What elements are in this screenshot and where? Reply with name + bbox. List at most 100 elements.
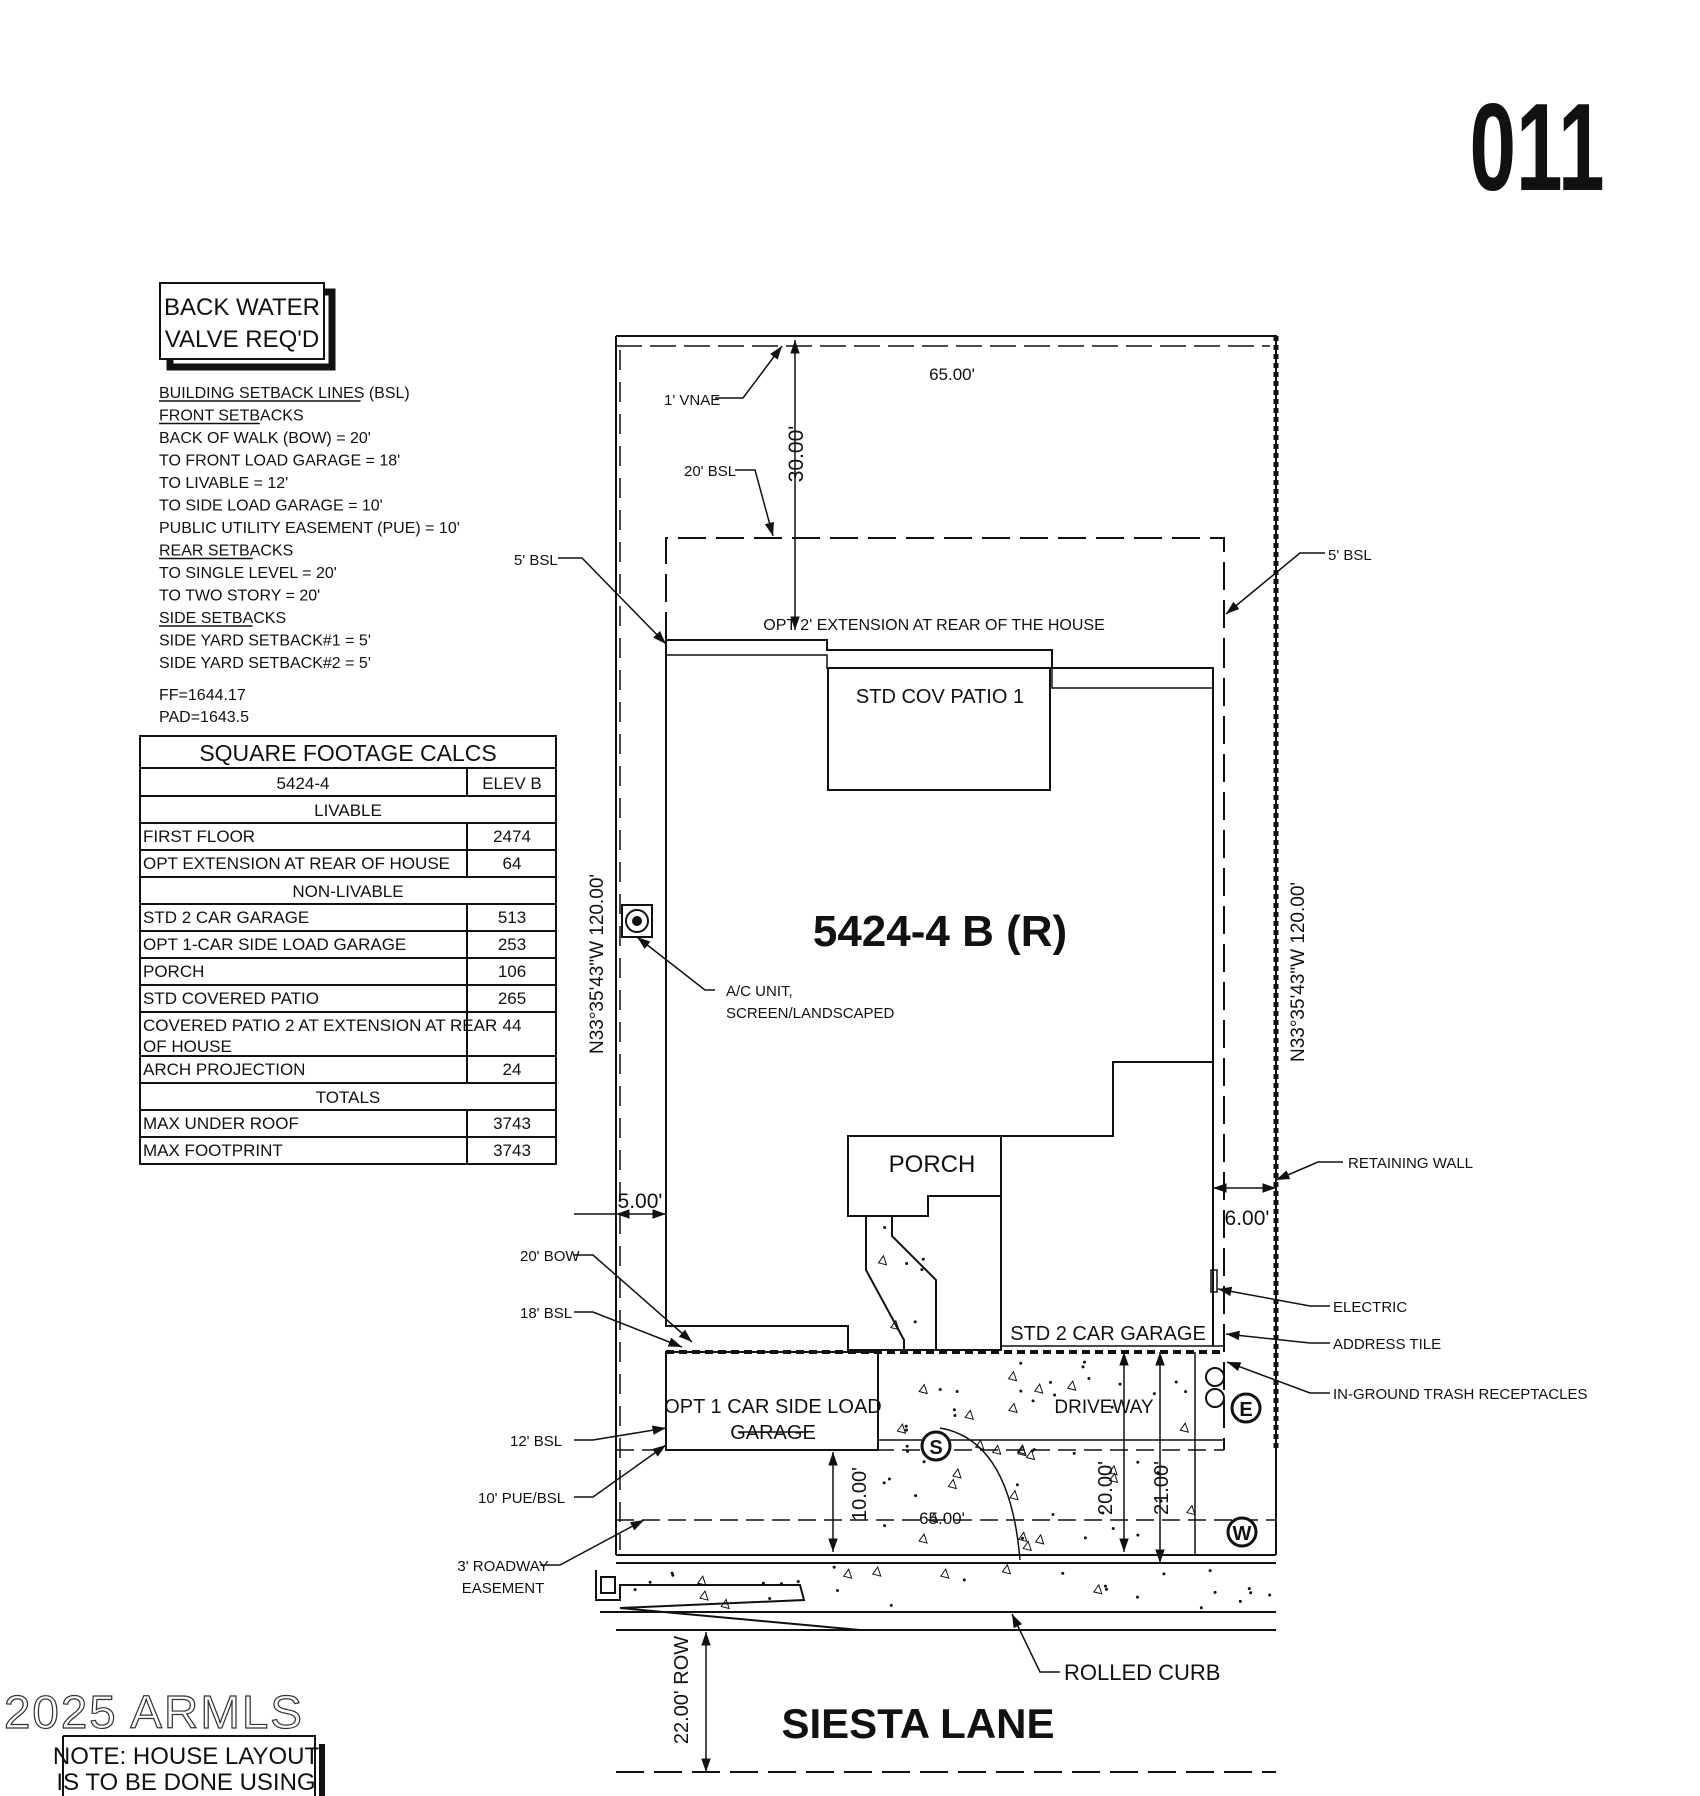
sqft-row-label: PORCH [143,962,204,981]
right-bearing: N33°35'43"W 120.00' [1288,882,1309,1062]
back-water-line-1: BACK WATER [164,294,320,321]
sqft-row-value: 44 [503,1016,522,1035]
setback-note-line: TO SINGLE LEVEL = 20' [159,565,337,582]
back-water-box: BACK WATER VALVE REQ'D [159,282,336,371]
setback-note-line: TO TWO STORY = 20' [159,588,320,605]
sqft-row-label: OPT 1-CAR SIDE LOAD GARAGE [143,935,406,954]
sqft-row-label: COVERED PATIO 2 AT EXTENSION AT REAR [143,1016,497,1035]
electric-callout: ELECTRIC [1333,1299,1407,1316]
bsl20-callout: 20' BSL [684,463,736,480]
footer-note-2: IS TO BE DONE USING [56,1769,315,1796]
watermark: 2025 ARMLS [4,1686,304,1738]
sqft-section-label: LIVABLE [314,801,382,820]
roadway-callout-1: 3' ROADWAY [457,1558,548,1575]
ac-callout-2: SCREEN/LANDSCAPED [726,1005,895,1022]
porch-label: PORCH [889,1151,976,1178]
right-setback-dim: 6.00' [1225,1207,1270,1230]
left-bearing: N33°35'43"W 120.00' [587,874,608,1054]
electric-symbol-icon: E [1230,1392,1262,1424]
water-symbol-icon: W [1226,1516,1258,1548]
sqft-row-label: MAX UNDER ROOF [143,1114,299,1133]
sqft-row-label: FIRST FLOOR [143,827,255,846]
electric-meter-icon [1210,1269,1218,1293]
concrete-stipple [633,1226,1272,1610]
sqft-section-label: NON-LIVABLE [292,882,403,901]
sqft-elev: ELEV B [482,774,542,793]
trash-receptacle-icon [1205,1388,1225,1408]
setback-note-line: TO LIVABLE = 12' [159,475,288,492]
sqft-row-value: 24 [503,1060,522,1079]
opt-extension-label: OPT 2' EXTENSION AT REAR OF THE HOUSE [763,617,1105,634]
street-name: SIESTA LANE [781,1700,1054,1747]
sqft-row-value: 265 [498,989,526,1008]
bsl5-right-callout: 5' BSL [1328,547,1372,564]
side-garage-label-2: GARAGE [730,1422,816,1444]
sqft-row-value: 2474 [493,827,531,846]
driveway-label: DRIVEWAY [1054,1397,1154,1418]
sqft-row-value: 3743 [493,1141,531,1160]
dim-20: 20.00' [1095,1461,1117,1515]
pad-elevation: PAD=1643.5 [159,709,249,726]
setback-note-line: TO FRONT LOAD GARAGE = 18' [159,453,400,470]
plan-name: 5424-4 B (R) [813,907,1067,956]
house-footprint [595,639,1276,1773]
sqft-title: SQUARE FOOTAGE CALCS [199,740,496,766]
dim-10: 10.00' [849,1467,871,1521]
sqft-row-label: OPT EXTENSION AT REAR OF HOUSE [143,854,450,873]
vnae-callout: 1' VNAE [664,392,720,409]
sqft-model: 5424-4 [277,774,330,793]
sqft-row-label: STD 2 CAR GARAGE [143,908,309,927]
sqft-row-value: 64 [503,854,522,873]
sqft-row-value: 513 [498,908,526,927]
trash-receptacle-icon [1205,1367,1225,1387]
ff-elevation: FF=1644.17 [159,687,246,704]
garage-label: STD 2 CAR GARAGE [1010,1323,1206,1345]
bow-callout: 20' BOW [520,1248,580,1265]
side-garage-label-1: OPT 1 CAR SIDE LOAD [664,1396,881,1418]
bsl18-callout: 18' BSL [520,1305,572,1322]
back-water-line-2: VALVE REQ'D [165,326,319,353]
setback-notes: BUILDING SETBACK LINES (BSL) FRONT SETBAC… [159,385,460,672]
rear-depth-dim: 30.00' [785,426,808,483]
water-symbol-label: W [1233,1523,1252,1545]
lot-number: 011 [1470,79,1605,217]
sqft-table: SQUARE FOOTAGE CALCS 5424-4 ELEV B LIVAB… [139,735,557,1165]
footer-note-1: NOTE: HOUSE LAYOUT [53,1743,320,1770]
sqft-row-label: MAX FOOTPRINT [143,1141,283,1160]
retaining-callout: RETAINING WALL [1348,1155,1473,1172]
setback-note-line: SIDE SETBACKS [159,610,286,627]
patio-label: STD COV PATIO 1 [856,686,1024,708]
ac-callout-1: A/C UNIT, [726,983,793,1000]
ac-unit-icon [621,904,653,938]
callout-leaders [540,345,1343,1673]
dim-21: 21.00' [1151,1461,1173,1515]
sqft-section-label: TOTALS [316,1088,381,1107]
setback-note-line: FRONT SETBACKS [159,408,304,425]
bsl5-left-callout: 5' BSL [514,552,558,569]
sqft-row-value: 3743 [493,1114,531,1133]
roadway-callout-2: EASEMENT [462,1580,545,1597]
top-width-dim: 65.00' [929,365,975,384]
sewer-symbol-icon: S [920,1430,952,1462]
curb-callout: ROLLED CURB [1064,1660,1220,1685]
left-setback-dim: 5.00' [618,1190,663,1213]
sqft-row-label: STD COVERED PATIO [143,989,319,1008]
setback-note-line: SIDE YARD SETBACK#1 = 5' [159,633,371,650]
bsl12-callout: 12' BSL [510,1433,562,1450]
address-callout: ADDRESS TILE [1333,1336,1441,1353]
setback-note-line: PUBLIC UTILITY EASEMENT (PUE) = 10' [159,520,460,537]
sqft-row-value: 106 [498,962,526,981]
sqft-row-label: ARCH PROJECTION [143,1060,305,1079]
setback-note-line: BUILDING SETBACK LINES (BSL) [159,385,410,402]
sqft-row-label: OF HOUSE [143,1037,232,1056]
electric-symbol-label: E [1239,1399,1252,1421]
trash-callout: IN-GROUND TRASH RECEPTACLES [1333,1386,1587,1403]
setback-note-line: REAR SETBACKS [159,543,293,560]
row-dim: 22.00' ROW [671,1636,693,1744]
setback-note-line: BACK OF WALK (BOW) = 20' [159,430,371,447]
setback-note-line: SIDE YARD SETBACK#2 = 5' [159,655,371,672]
pue-callout: 10' PUE/BSL [478,1490,565,1507]
lot-boundary [615,335,1279,1556]
setback-note-line: TO SIDE LOAD GARAGE = 10' [159,498,383,515]
